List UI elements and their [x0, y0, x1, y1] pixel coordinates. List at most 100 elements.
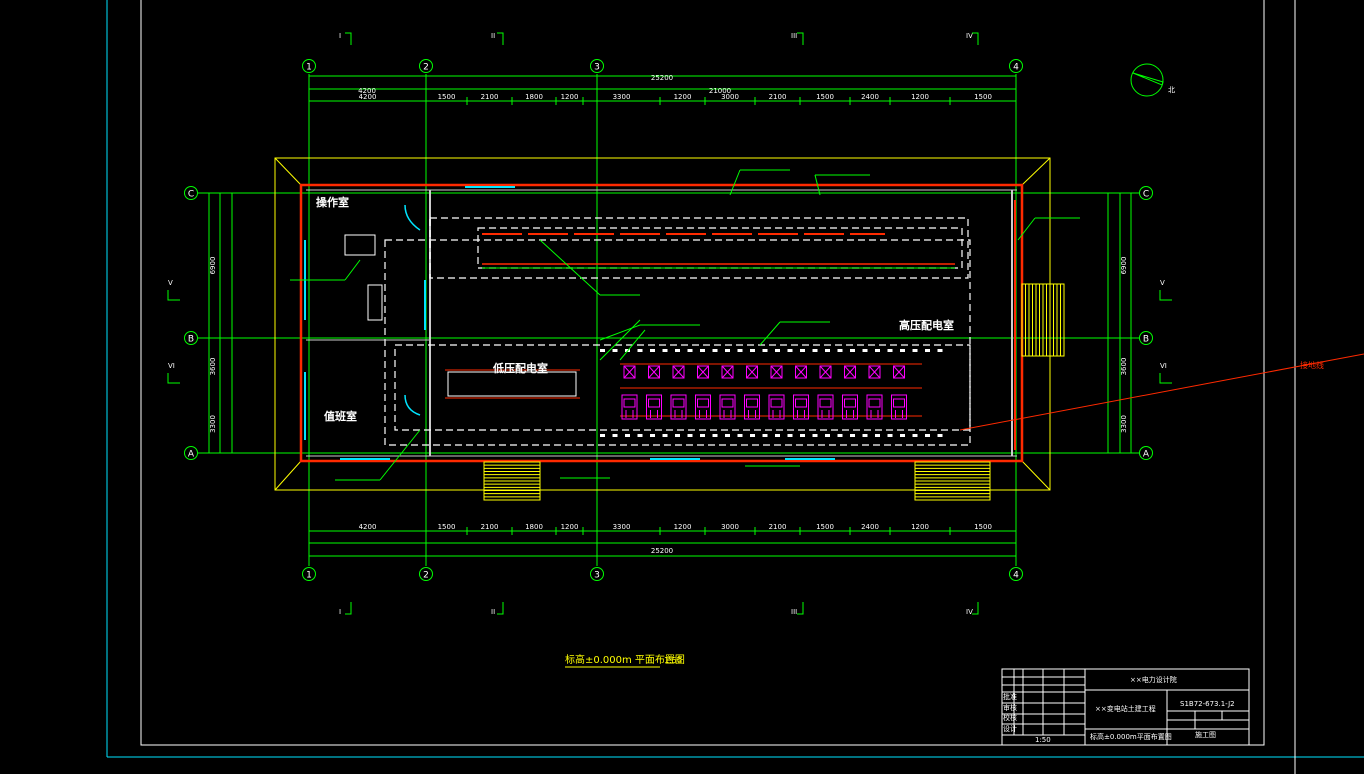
switchgear-symbol: [868, 398, 881, 418]
dimension-text: 2100: [769, 523, 787, 531]
axis-bubble-C: [1139, 186, 1153, 200]
title-block-sheet-name: 标高±0.000m平面布置图: [1090, 732, 1172, 741]
title-block-role: 批准: [1003, 692, 1017, 701]
switchgear-cabinet: [695, 394, 711, 420]
axis-label-A: A: [1143, 450, 1150, 460]
axis-bubble-B: [1139, 331, 1153, 345]
switchgear-symbol: [819, 365, 832, 379]
switchgear-cabinet-small: [893, 365, 905, 379]
cable-support-mark: [912, 434, 918, 437]
cable-support-mark: [725, 349, 730, 352]
cable-support-mark: [775, 434, 780, 437]
cable-support-mark: [900, 349, 905, 352]
dimension-text: 25200: [651, 74, 673, 82]
cable-support-mark: [662, 349, 668, 352]
dimension-text: 4200: [359, 523, 377, 531]
section-mark-line: [345, 602, 352, 615]
switchgear-symbol: [672, 365, 685, 379]
dimension-text: 3000: [721, 523, 739, 531]
switchgear-symbol: [844, 398, 856, 418]
axis-label-4: 4: [1013, 63, 1019, 73]
cable-support-mark: [850, 349, 855, 352]
cable-support-mark: [650, 349, 655, 352]
switchgear-cabinet-small: [795, 365, 807, 379]
section-mark-right: VI: [1160, 362, 1167, 370]
switchgear-cabinet-small: [623, 365, 636, 379]
cable-support-mark: [787, 349, 793, 352]
cable-support-mark: [837, 349, 843, 352]
section-mark-bottom: I: [339, 608, 341, 616]
cable-support-mark: [737, 434, 743, 437]
switchgear-cabinet-small: [721, 365, 734, 379]
dimension-text: 3300: [613, 523, 631, 531]
cable-support-mark: [675, 349, 680, 352]
cable-support-mark: [937, 434, 943, 437]
switchgear-symbol: [844, 365, 856, 379]
cable-support-mark: [812, 434, 818, 437]
axis-bubble-2: [419, 567, 433, 581]
ground-line-label: 接地线: [1300, 360, 1324, 370]
switchgear-cabinet: [646, 394, 662, 420]
axis-label-C: C: [188, 190, 194, 200]
dimension-text: 25200: [651, 547, 673, 555]
axis-label-4: 4: [1013, 571, 1019, 581]
dimension-text: 3300: [1120, 415, 1128, 433]
title-block-scale: 1:50: [1035, 736, 1051, 744]
dimension-text: 4200: [358, 87, 376, 95]
switchgear-cabinet-small: [844, 365, 856, 379]
axis-label-2: 2: [423, 63, 429, 73]
cable-support-mark: [750, 349, 755, 352]
switchgear-symbol: [672, 398, 685, 418]
dimension-text: 3000: [721, 93, 739, 101]
switchgear-symbol: [721, 365, 734, 379]
cable-support-mark: [712, 434, 718, 437]
section-mark-top: III: [791, 32, 797, 40]
section-mark-line: [972, 602, 979, 615]
section-mark-line: [1159, 290, 1172, 301]
dimension-text: 3600: [1120, 358, 1128, 376]
dimension-text: 2100: [769, 93, 787, 101]
dimension-text: 1200: [911, 523, 929, 531]
section-mark-line: [497, 32, 504, 45]
switchgear-cabinets: [600, 349, 943, 437]
title-block-company: ××电力设计院: [1130, 675, 1177, 684]
cable-support-mark: [662, 434, 668, 437]
cable-support-mark: [625, 434, 630, 437]
axis-label-B: B: [188, 335, 194, 345]
dimension-text: 2400: [861, 523, 879, 531]
cable-support-mark: [762, 349, 768, 352]
switchgear-symbol: [623, 365, 636, 379]
axis-bubble-A: [184, 446, 198, 460]
section-mark-bottom: II: [491, 608, 495, 616]
title-block: ××电力设计院 S1B72-673.1-J2 ××变电站土建工程 标高±0.00…: [1001, 668, 1250, 746]
dimension-text: 1500: [974, 523, 992, 531]
switchgear-symbol: [770, 365, 783, 379]
axis-bubble-1: [302, 567, 316, 581]
axis-label-1: 1: [306, 63, 312, 73]
switchgear-symbol: [893, 365, 905, 379]
cable-support-mark: [712, 349, 718, 352]
cable-support-mark: [687, 434, 693, 437]
drawing-title: 标高±0.000m 平面布置图 1:50: [565, 653, 685, 668]
switchgear-cabinet: [891, 394, 907, 420]
switchgear-symbol: [770, 398, 783, 418]
axis-label-C: C: [1143, 190, 1149, 200]
dimension-text: 1200: [561, 523, 579, 531]
cable-support-mark: [675, 434, 680, 437]
axis-bubble-C: [184, 186, 198, 200]
dimension-text: 2400: [861, 93, 879, 101]
switchgear-symbol: [746, 398, 758, 418]
cable-support-mark: [762, 434, 768, 437]
section-mark-right: V: [1160, 279, 1165, 287]
dimension-text: 6900: [1120, 257, 1128, 275]
switchgear-symbol: [623, 398, 636, 418]
axis-bubble-A: [1139, 446, 1153, 460]
switchgear-cabinet: [719, 394, 736, 420]
ground-line: 接地线: [959, 353, 1364, 431]
dimension-text: 3300: [613, 93, 631, 101]
cable-support-mark: [637, 349, 643, 352]
section-mark-line: [1159, 373, 1172, 384]
drawing-title-text: 标高±0.000m 平面布置图: [565, 653, 685, 666]
switchgear-symbol: [746, 365, 758, 379]
